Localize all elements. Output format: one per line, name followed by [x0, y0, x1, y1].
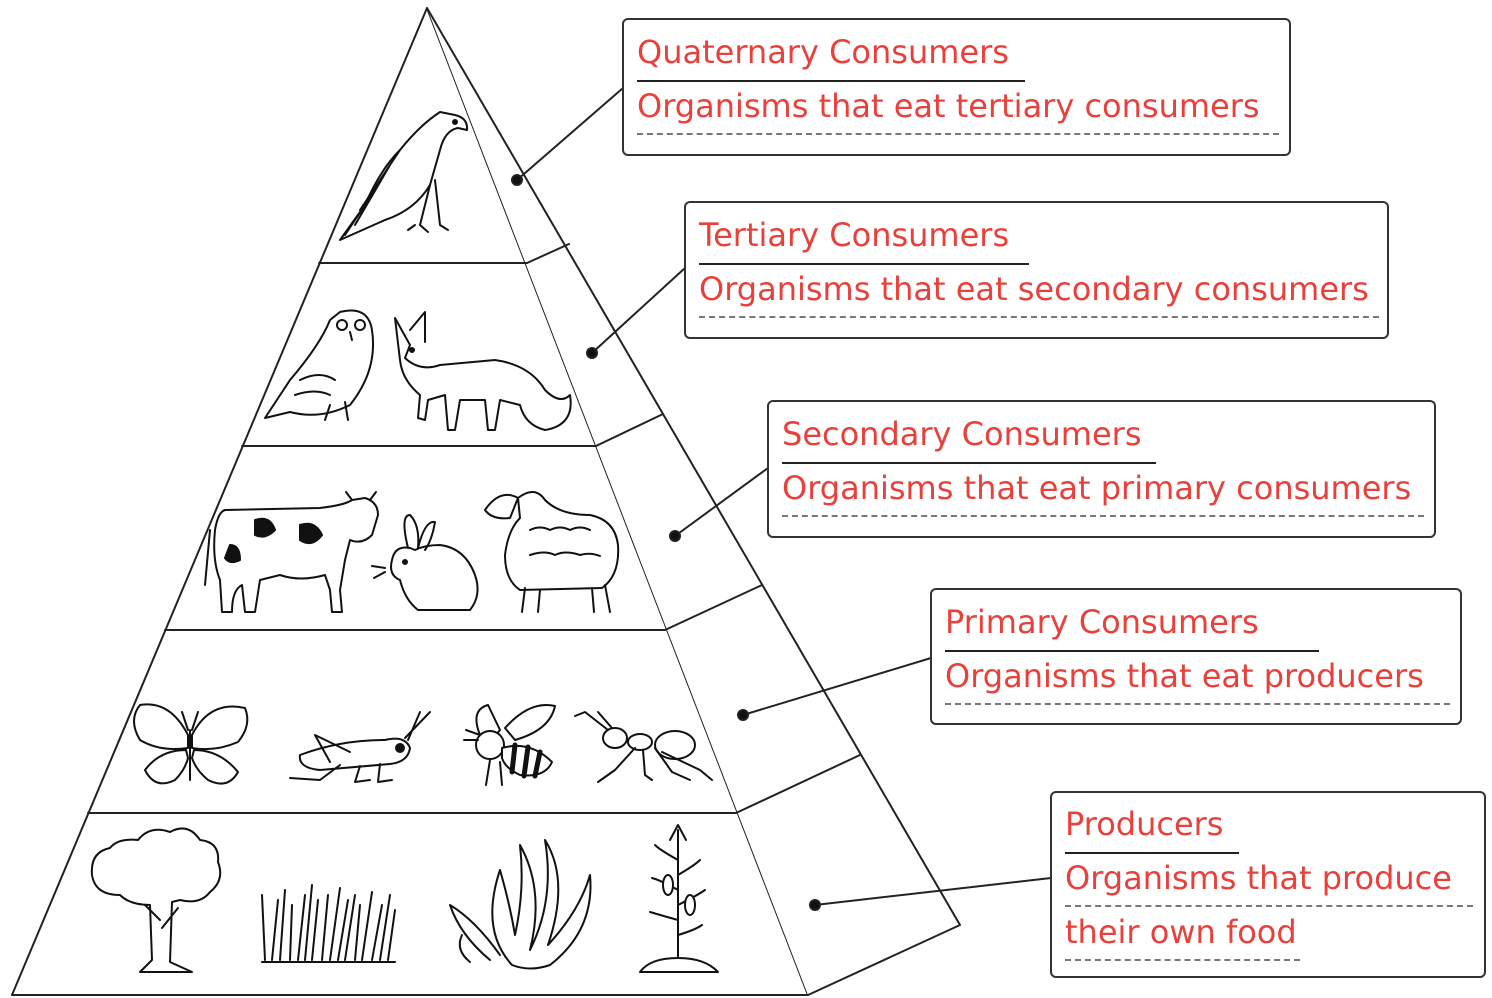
level-description-tertiary: Organisms that eat secondary consumers — [699, 270, 1369, 308]
label-box-secondary: Secondary Consumers Organisms that eat p… — [767, 400, 1436, 538]
pyramid-side-face — [426, 7, 961, 996]
sheep-icon — [484, 491, 620, 613]
grass-icon — [261, 884, 396, 963]
cow-icon — [204, 491, 379, 613]
fox-icon — [394, 311, 572, 431]
level-description-primary: Organisms that eat producers — [945, 657, 1424, 695]
connector-line-primary — [742, 657, 932, 716]
label-box-primary: Primary Consumers Organisms that eat pro… — [930, 588, 1462, 725]
level-title-tertiary: Tertiary Consumers — [699, 216, 1010, 254]
connector-dot-tertiary — [586, 347, 598, 359]
connector-line-tertiary — [591, 267, 686, 354]
owl-icon — [264, 309, 375, 421]
level-title-secondary: Secondary Consumers — [782, 415, 1142, 453]
grasshopper-icon — [289, 711, 431, 783]
connector-line-quaternary — [516, 87, 624, 181]
label-box-producers: Producers Organisms that produce their o… — [1050, 791, 1486, 978]
corn-plant-icon — [639, 824, 719, 973]
label-box-quaternary: Quaternary Consumers Organisms that eat … — [622, 18, 1291, 156]
connector-dot-secondary — [669, 530, 681, 542]
level-title-quaternary: Quaternary Consumers — [637, 33, 1009, 71]
connector-dot-quaternary — [511, 174, 523, 186]
tree-icon — [90, 827, 222, 973]
level-title-producers: Producers — [1065, 805, 1224, 843]
seaweed-icon — [449, 839, 592, 970]
connector-dot-producers — [809, 899, 821, 911]
level-description-quaternary: Organisms that eat tertiary consumers — [637, 87, 1260, 125]
label-box-tertiary: Tertiary Consumers Organisms that eat se… — [684, 201, 1389, 339]
rabbit-icon — [371, 514, 479, 611]
bee-icon — [463, 704, 556, 786]
eagle-icon — [339, 111, 469, 241]
ant-icon — [574, 711, 713, 783]
level-description-producers-line2: their own food — [1065, 913, 1297, 951]
connector-line-producers — [814, 877, 1052, 906]
connector-dot-primary — [737, 709, 749, 721]
level-description-secondary: Organisms that eat primary consumers — [782, 469, 1412, 507]
level-description-producers: Organisms that produce — [1065, 859, 1452, 897]
butterfly-icon — [133, 703, 249, 785]
connector-line-secondary — [674, 467, 769, 537]
level-title-primary: Primary Consumers — [945, 603, 1259, 641]
